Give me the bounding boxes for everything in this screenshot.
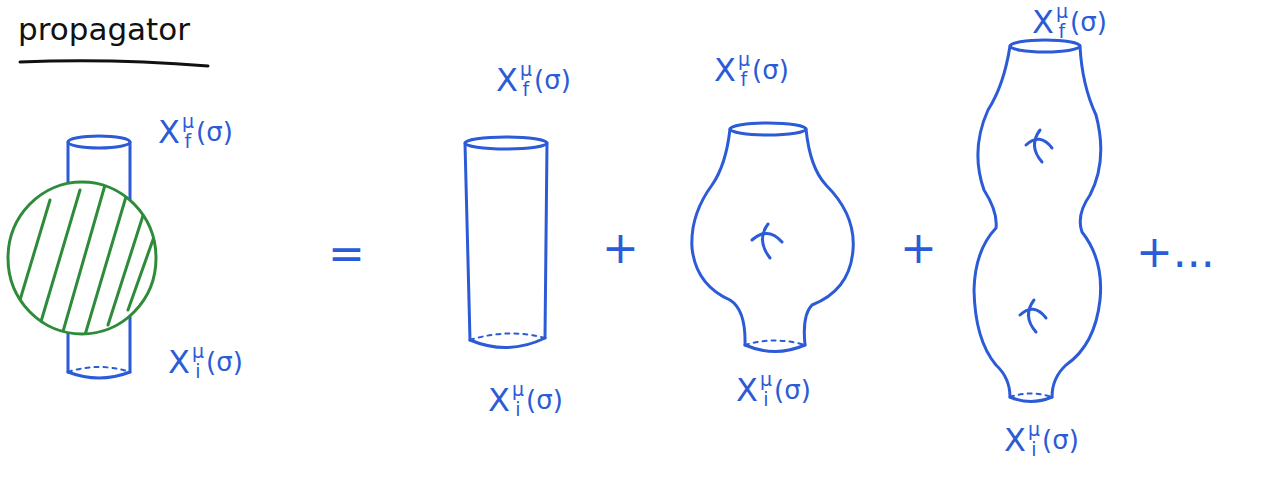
argument: (σ): [206, 349, 243, 375]
subscript-label: f: [523, 80, 530, 100]
field-symbol: X: [496, 64, 518, 96]
argument: (σ): [534, 67, 571, 93]
superscript-index: μ: [512, 380, 524, 400]
field-symbol: X: [1004, 424, 1026, 456]
field-symbol: X: [1032, 6, 1054, 38]
operator-sign: +: [602, 226, 639, 270]
index-stack: μi: [512, 380, 524, 420]
subscript-label: f: [1059, 22, 1066, 42]
boundary-label: Xμi(σ): [488, 380, 563, 420]
boundary-label: Xμf(σ): [1032, 2, 1107, 42]
superscript-index: μ: [760, 370, 772, 390]
genus-two-surface: [974, 40, 1101, 402]
argument: (σ): [752, 57, 789, 83]
index-stack: μi: [1028, 420, 1040, 460]
subscript-label: i: [515, 400, 520, 420]
operator-sign: +...: [1136, 230, 1215, 274]
argument: (σ): [1070, 9, 1107, 35]
boundary-label: Xμf(σ): [714, 50, 789, 90]
argument: (σ): [196, 119, 233, 145]
subscript-label: f: [741, 70, 748, 90]
subscript-label: i: [195, 362, 200, 382]
superscript-index: μ: [1028, 420, 1040, 440]
boundary-label: Xμf(σ): [158, 112, 233, 152]
boundary-label: Xμf(σ): [496, 60, 571, 100]
subscript-label: i: [763, 390, 768, 410]
operator-sign: +: [900, 226, 937, 270]
superscript-index: μ: [1056, 2, 1068, 22]
superscript-index: μ: [738, 50, 750, 70]
boundary-label: Xμi(σ): [168, 342, 243, 382]
field-symbol: X: [168, 346, 190, 378]
tube-surface: [465, 137, 547, 348]
index-stack: μi: [760, 370, 772, 410]
field-symbol: X: [158, 116, 180, 148]
argument: (σ): [526, 387, 563, 413]
argument: (σ): [774, 377, 811, 403]
index-stack: μi: [192, 342, 204, 382]
title-underline: [20, 61, 208, 66]
boundary-label: Xμi(σ): [1004, 420, 1079, 460]
superscript-index: μ: [520, 60, 532, 80]
boundary-label: Xμi(σ): [736, 370, 811, 410]
index-stack: μf: [738, 50, 750, 90]
field-symbol: X: [714, 54, 736, 86]
field-symbol: X: [736, 374, 758, 406]
superscript-index: μ: [192, 342, 204, 362]
shaded-blob: [8, 182, 160, 335]
genus-one-surface: [692, 123, 853, 352]
index-stack: μf: [1056, 2, 1068, 42]
subscript-label: i: [1031, 440, 1036, 460]
subscript-label: f: [185, 132, 192, 152]
field-symbol: X: [488, 384, 510, 416]
superscript-index: μ: [182, 112, 194, 132]
diagram-title: propagator: [18, 14, 190, 45]
index-stack: μf: [520, 60, 532, 100]
argument: (σ): [1042, 427, 1079, 453]
operator-sign: =: [328, 232, 365, 276]
index-stack: μf: [182, 112, 194, 152]
